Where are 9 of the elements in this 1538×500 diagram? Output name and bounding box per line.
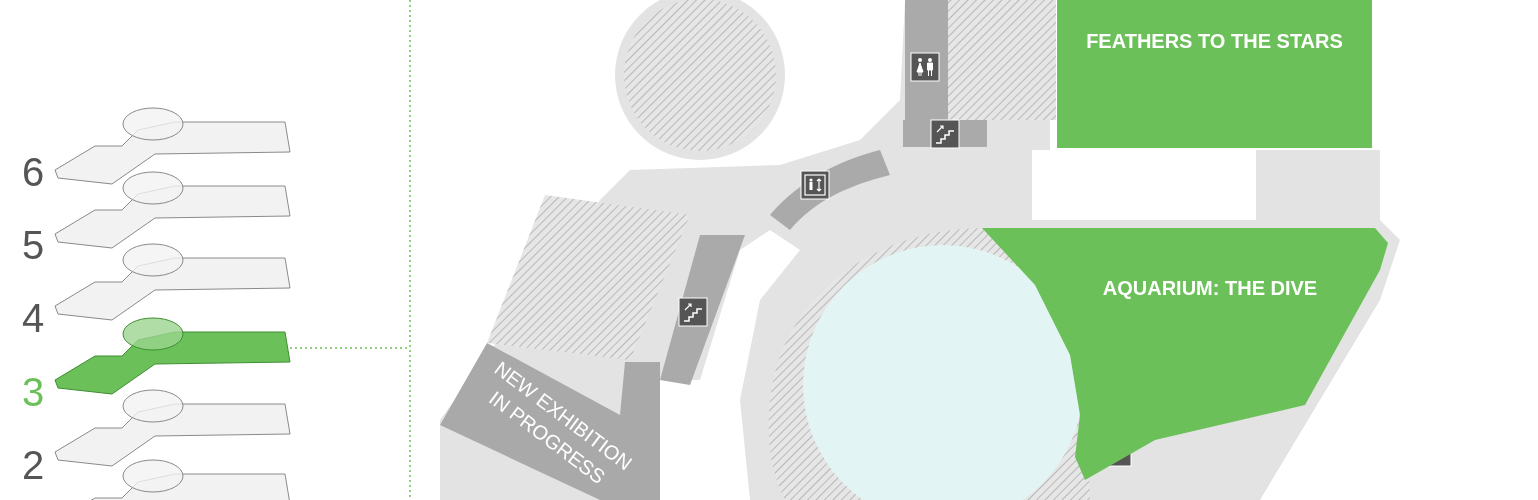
exhibit-name: FEATHERS TO THE STARS [1085,29,1344,54]
floor-number: 3 [22,372,45,412]
exhibit-name: AQUARIUM: THE DIVE [1101,276,1319,301]
exhibit-area [1057,0,1372,148]
exhibit-area [440,340,660,500]
floor-number: 5 [22,225,45,265]
floor-number: 6 [22,152,45,192]
floor-number: 4 [22,298,45,338]
floor-number: 2 [22,445,45,485]
